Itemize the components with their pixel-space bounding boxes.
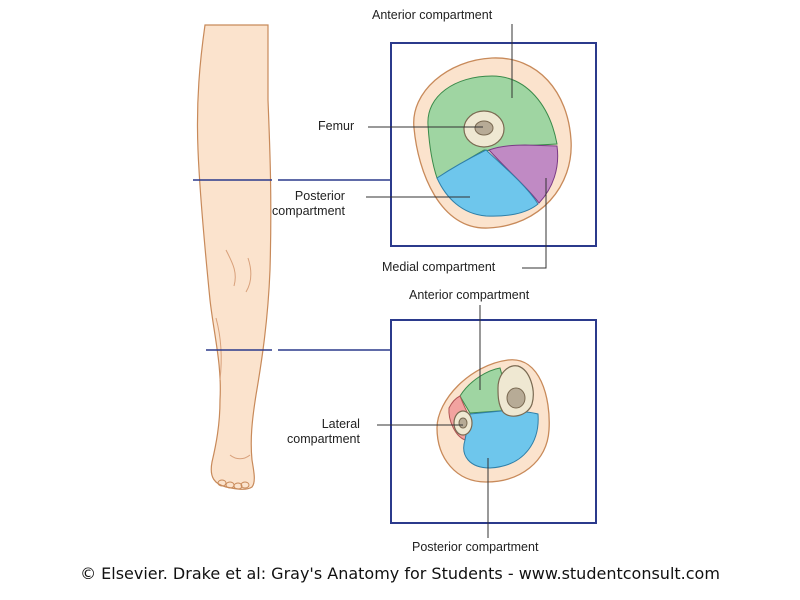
thigh-cross-section: [391, 43, 596, 246]
femur-marrow: [475, 121, 493, 135]
label-femur: Femur: [318, 119, 354, 134]
label-leg-lateral-line1: Lateral: [287, 417, 360, 432]
label-leg-lateral-line2: compartment: [287, 432, 360, 447]
tibia-marrow: [507, 388, 525, 408]
label-leg-lateral-compartment: Lateral compartment: [287, 417, 360, 447]
label-leg-anterior-compartment: Anterior compartment: [409, 288, 529, 303]
label-thigh-posterior-line1: Posterior: [272, 189, 345, 204]
leg-outline: [197, 25, 270, 489]
label-leg-posterior-compartment: Posterior compartment: [412, 540, 538, 555]
label-thigh-medial-compartment: Medial compartment: [382, 260, 495, 275]
label-thigh-posterior-compartment: Posterior compartment: [272, 189, 345, 219]
copyright-caption: © Elsevier. Drake et al: Gray's Anatomy …: [0, 564, 800, 583]
fibula-marrow: [459, 418, 467, 428]
label-thigh-posterior-line2: compartment: [272, 204, 345, 219]
label-thigh-anterior-compartment: Anterior compartment: [372, 8, 492, 23]
leg-cross-section: [391, 320, 596, 523]
lower-limb-illustration: [193, 25, 272, 489]
